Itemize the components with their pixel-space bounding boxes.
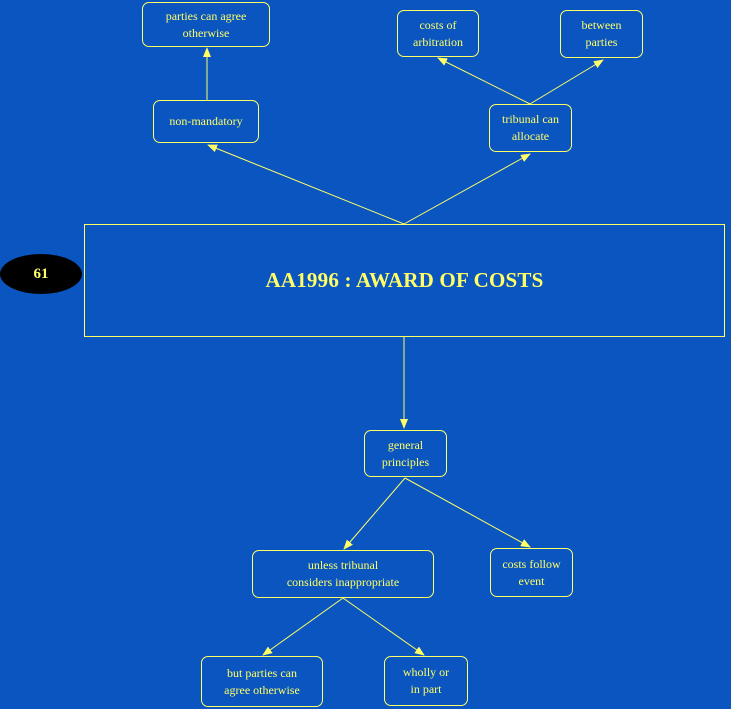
edge-general-to-costs-follow — [404, 477, 531, 548]
node-costs-follow-event: costs follow event — [490, 548, 573, 597]
node-line: principles — [381, 454, 430, 469]
node-between-parties: between parties — [560, 10, 643, 58]
edge-tribunal-to-between-parties — [529, 59, 604, 105]
node-line: costs of — [419, 17, 457, 32]
node-line: considers inappropriate — [286, 575, 400, 589]
node-but-parties-can-agree-otherwise: but parties can agree otherwise — [201, 656, 323, 707]
node-line: allocate — [511, 129, 550, 143]
node-line: in part — [410, 682, 442, 696]
badge-number: 61 — [33, 265, 49, 282]
node-line: parties can agree — [165, 8, 247, 23]
page-number-badge: 61 — [0, 254, 82, 294]
node-line: agree otherwise — [224, 682, 300, 697]
node-line: arbitration — [413, 34, 463, 49]
node-costs-of-arbitration: costs of arbitration — [397, 10, 479, 57]
node-parties-agree-otherwise-top: parties can agree otherwise — [142, 2, 270, 47]
node-tribunal-can-allocate: tribunal can allocate — [489, 104, 572, 152]
node-line: between — [581, 18, 622, 32]
main-title: AA1996 : AWARD OF COSTS — [265, 268, 544, 292]
node-line: unless tribunal — [307, 558, 379, 572]
main-topic-box: AA1996 : AWARD OF COSTS — [84, 224, 725, 337]
node-line: event — [518, 573, 545, 588]
edge-main-to-tribunal-allocate — [403, 153, 531, 225]
edge-unless-to-but-parties — [262, 597, 344, 656]
node-general-principles: general principles — [364, 430, 447, 477]
node-unless-tribunal-considers-inappropriate: unless tribunal considers inappropriate — [252, 550, 434, 598]
edge-general-to-unless-tribunal — [343, 477, 406, 550]
node-line: otherwise — [182, 25, 230, 40]
node-line: tribunal can — [502, 112, 559, 126]
node-wholly-or-in-part: wholly or in part — [384, 656, 468, 706]
edge-unless-to-wholly — [342, 597, 425, 656]
node-line: general — [387, 437, 424, 452]
node-line: but parties can — [227, 665, 297, 680]
node-line: wholly or — [402, 665, 450, 679]
node-line: costs follow — [502, 556, 561, 571]
node-line: parties — [585, 35, 618, 49]
node-line: non-mandatory — [169, 114, 243, 128]
edge-main-to-non-mandatory — [207, 144, 405, 225]
node-non-mandatory: non-mandatory — [153, 100, 259, 143]
edge-tribunal-to-costs-of-arbitration — [437, 57, 531, 105]
